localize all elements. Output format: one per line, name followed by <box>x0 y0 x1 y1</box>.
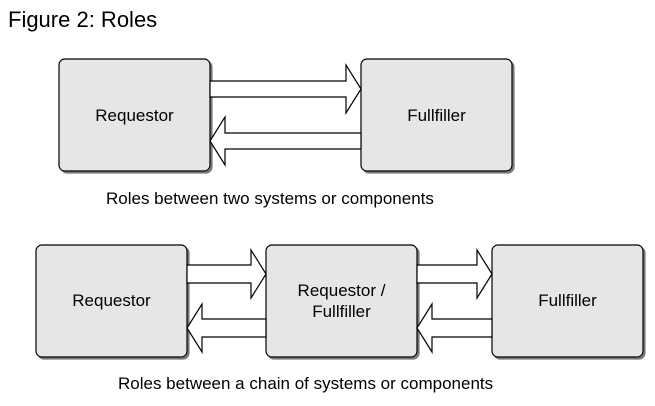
caption-chain: Roles between a chain of systems or comp… <box>118 374 494 393</box>
diagram-chain: Requestor Requestor / Fullfiller Fullfil… <box>35 244 644 358</box>
requestor-box <box>58 58 211 172</box>
chain-fullfiller-label: Fullfiller <box>538 291 597 310</box>
caption-two-systems: Roles between two systems or components <box>106 189 434 208</box>
chain-response-arrow-2 <box>416 301 493 355</box>
chain-response-arrow-1 <box>186 301 267 355</box>
chain-middle-label-line1: Requestor / <box>298 281 386 300</box>
chain-request-arrow-2 <box>416 247 493 301</box>
chain-fullfiller-box <box>491 244 644 358</box>
chain-request-arrow-1 <box>186 247 267 301</box>
chain-middle-box <box>265 244 418 358</box>
diagram-two-systems: Requestor Fullfiller <box>58 58 513 172</box>
request-arrow <box>209 62 362 116</box>
fullfiller-label: Fullfiller <box>407 106 466 125</box>
response-arrow <box>209 114 362 168</box>
fullfiller-box <box>360 58 513 172</box>
chain-requestor-label: Requestor <box>72 291 151 310</box>
chain-requestor-box <box>35 244 188 358</box>
figure-title: Figure 2: Roles <box>8 7 158 32</box>
chain-middle-label-line2: Fullfiller <box>312 302 371 321</box>
requestor-label: Requestor <box>95 106 174 125</box>
